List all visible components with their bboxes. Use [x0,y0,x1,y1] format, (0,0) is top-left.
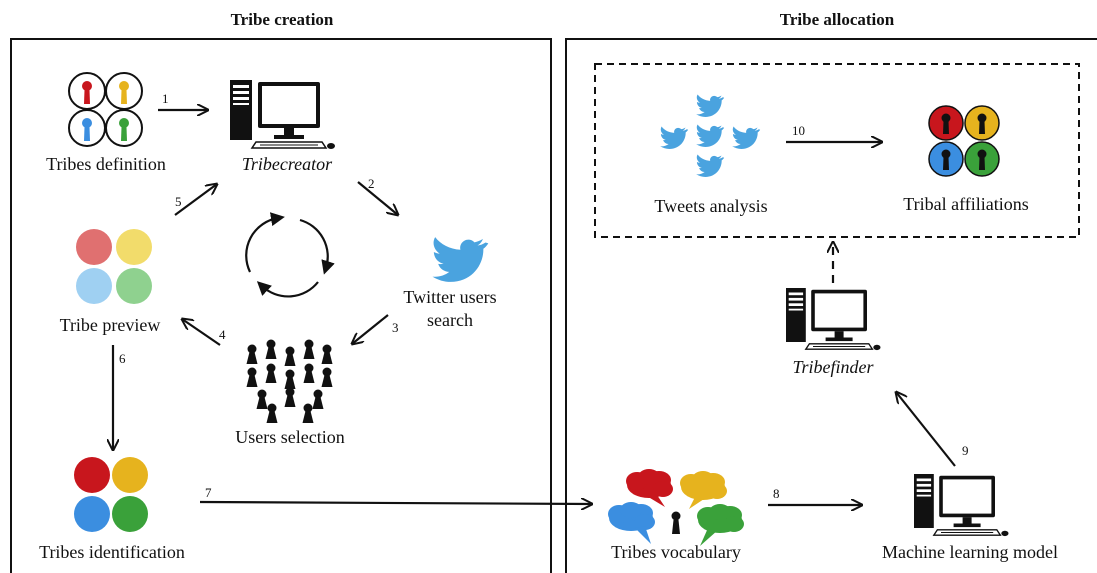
arrow-step-7 [199,502,592,504]
tribefinder-label: Tribefinder [792,357,874,377]
tribe-allocation-title: Tribe allocation [780,10,895,29]
step-7-number: 7 [205,485,212,500]
twitter-users-search-label-line1: Twitter users [403,287,496,307]
tribes-identification-icon [74,457,148,532]
tweets-analysis-label: Tweets analysis [654,196,767,216]
tribes-identification-label: Tribes identification [39,542,185,562]
arrow-step-2 [357,181,398,215]
tribe-creation-panel [10,38,552,573]
computer-icon [785,287,882,351]
arrow-step-4 [182,319,221,346]
tribal-affiliations-icon [928,105,1000,177]
tribe-creation-title: Tribe creation [231,10,334,29]
tribes-vocabulary-label: Tribes vocabulary [611,542,741,562]
speech-bubbles-icon [608,469,744,546]
tribe-analysis-dashed-box [594,63,1080,238]
step-1-number: 1 [162,91,169,106]
arrow-step-9 [896,392,956,467]
tribe-figures-icon [68,72,143,147]
tribal-affiliations-label: Tribal affiliations [903,194,1029,214]
computer-icon [913,473,1010,537]
cycle-arrows-icon [245,212,335,298]
users-selection-label: Users selection [235,427,344,447]
twitter-bird-icon [432,237,489,282]
tribe-allocation-panel [565,38,1097,573]
tweets-cluster-icon [660,94,761,177]
tribes-definition-label: Tribes definition [46,154,166,174]
step-5-number: 5 [175,194,182,209]
step-6-number: 6 [119,351,126,366]
arrow-step-3 [352,314,389,344]
step-9-number: 9 [962,443,969,458]
arrow-step-5 [174,184,217,216]
user-crowd-icon [246,339,333,423]
tribe-preview-icon [76,229,152,304]
step-2-number: 2 [368,176,375,191]
step-3-number: 3 [392,320,399,335]
step-4-number: 4 [219,327,226,342]
twitter-users-search-label-line2: search [427,310,473,330]
step-8-number: 8 [773,486,780,501]
step-10-number: 10 [792,123,805,138]
tribe-preview-label: Tribe preview [60,315,161,335]
computer-icon [229,79,336,150]
tribecreator-label: Tribecreator [242,154,333,174]
machine-learning-model-label: Machine learning model [882,542,1058,562]
